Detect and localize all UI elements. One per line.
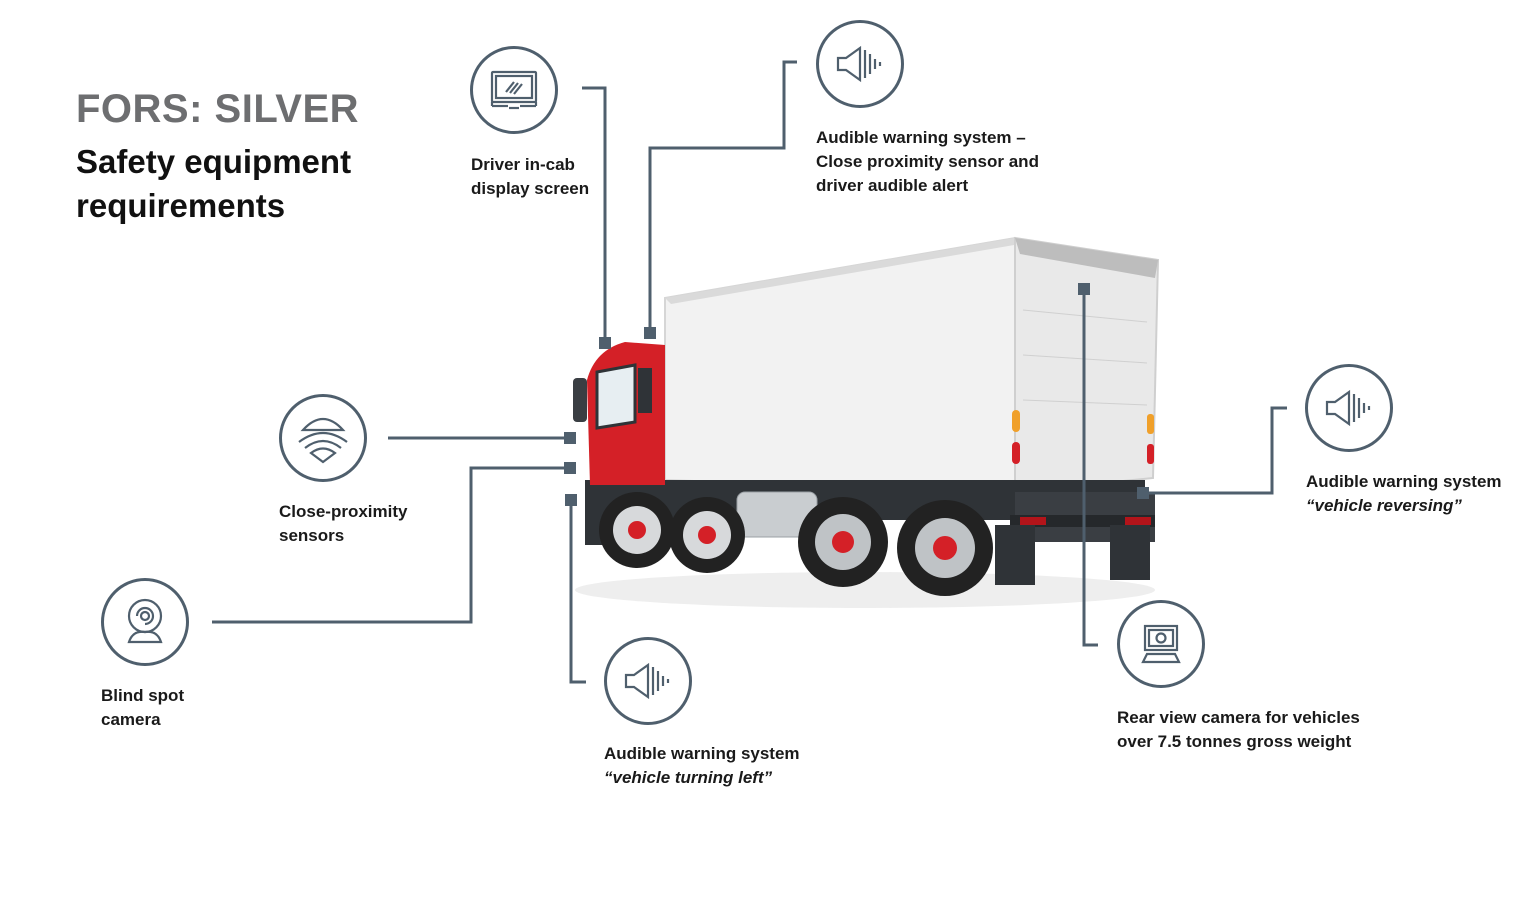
wheel — [897, 500, 993, 596]
label-display-screen: Driver in-cab display screen — [471, 155, 590, 198]
webcam-icon — [101, 578, 189, 666]
callout-proximity-sensors — [279, 394, 367, 482]
page-title: FORS: SILVER — [76, 87, 360, 131]
label-proximity-sensors: Close-proximity sensors — [279, 502, 408, 545]
callout-audible-reversing — [1305, 364, 1393, 452]
speaker-icon — [604, 637, 692, 725]
label-audible-proximity: Audible warning system – Close proximity… — [816, 128, 1039, 195]
monitor-icon — [470, 46, 558, 134]
callout-rear-view-camera — [1117, 600, 1205, 688]
label-rear-view-camera: Rear view camera for vehicles over 7.5 t… — [1117, 708, 1360, 751]
page-subtitle: Safety equipment requirements — [76, 140, 396, 228]
label-audible-reversing: Audible warning system “vehicle reversin… — [1306, 472, 1502, 515]
truck-illustration — [573, 236, 1160, 608]
callout-audible-turning-left — [604, 637, 692, 725]
subtitle-line-1: Safety equipment — [76, 143, 352, 180]
speaker-icon — [1305, 364, 1393, 452]
wheel — [669, 497, 745, 573]
speaker-icon — [816, 20, 904, 108]
label-blind-spot-camera: Blind spot camera — [101, 686, 185, 729]
label-audible-turning-left: Audible warning system “vehicle turning … — [604, 744, 800, 787]
wheel — [599, 492, 675, 568]
wheel — [798, 497, 888, 587]
proximity-sensor-icon — [279, 394, 367, 482]
subtitle-line-2: requirements — [76, 187, 286, 224]
callout-blind-spot-camera — [101, 578, 189, 666]
callout-display-screen — [470, 46, 558, 134]
callout-audible-proximity — [816, 20, 904, 108]
rear-camera-icon — [1117, 600, 1205, 688]
